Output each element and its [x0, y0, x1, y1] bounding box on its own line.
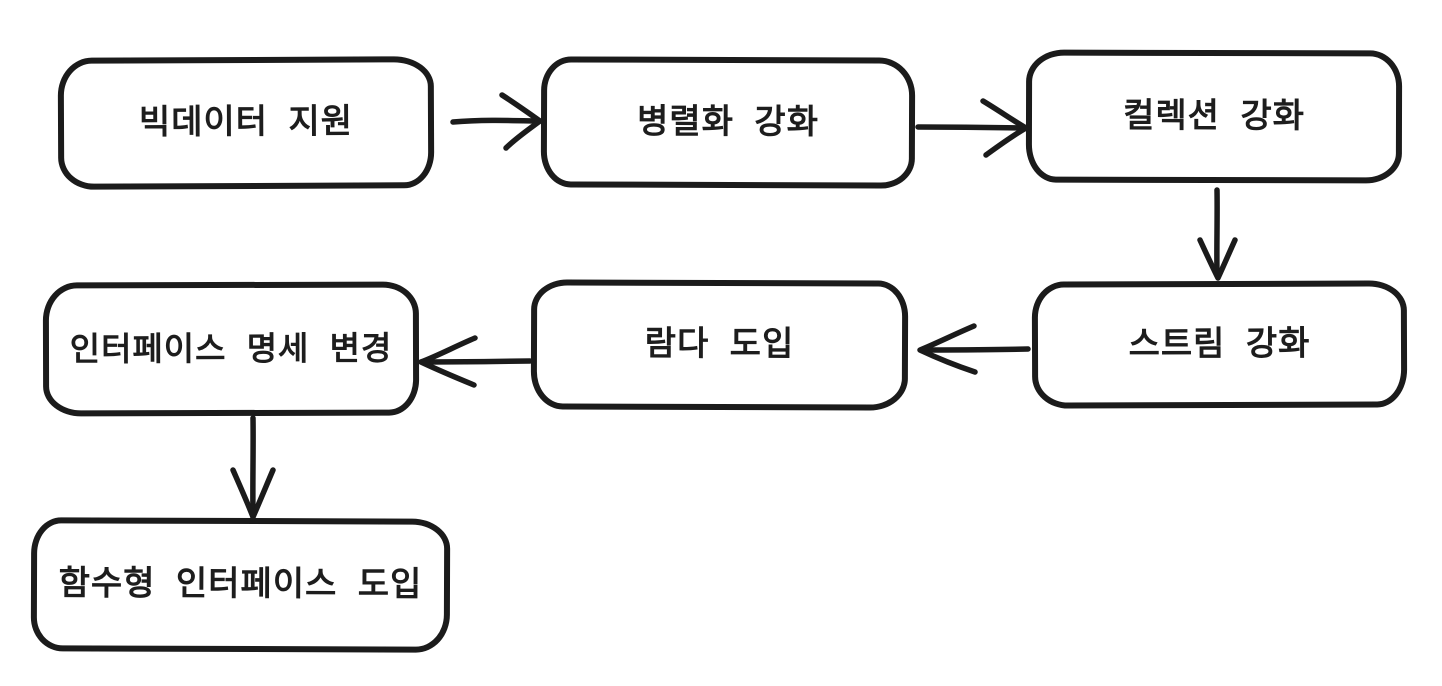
node-collection-enhance: 컬렉션 강화: [1025, 49, 1403, 184]
arrow-collection-to-stream: [1197, 187, 1238, 281]
node-label-big-data-support: 빅데이터 지원: [138, 102, 354, 142]
node-lambda-introduction: 람다 도입: [530, 279, 909, 411]
node-stream-enhance: 스트림 강화: [1031, 280, 1408, 409]
node-label-parallelization-enhance: 병렬화 강화: [636, 102, 819, 142]
arrow-stream-to-lambda: [917, 323, 1031, 375]
node-label-lambda-introduction: 람다 도입: [644, 325, 795, 364]
node-label-collection-enhance: 컬렉션 강화: [1123, 96, 1305, 136]
node-interface-spec-change: 인터페이스 명세 변경: [42, 281, 420, 417]
arrow-interface-spec-to-functional: [230, 415, 276, 520]
arrow-lambda-to-interface-spec: [418, 335, 533, 388]
node-label-functional-interface-introduction: 함수형 인터페이스 도입: [58, 564, 423, 604]
node-label-interface-spec-change: 인터페이스 명세 변경: [69, 329, 393, 368]
arrow-bigdata-to-parallelization: [450, 92, 543, 151]
node-parallelization-enhance: 병렬화 강화: [540, 56, 916, 189]
node-functional-interface-introduction: 함수형 인터페이스 도입: [30, 517, 451, 653]
node-big-data-support: 빅데이터 지원: [57, 56, 435, 190]
node-label-stream-enhance: 스트림 강화: [1128, 324, 1311, 364]
arrow-parallelization-to-collection: [915, 98, 1029, 158]
